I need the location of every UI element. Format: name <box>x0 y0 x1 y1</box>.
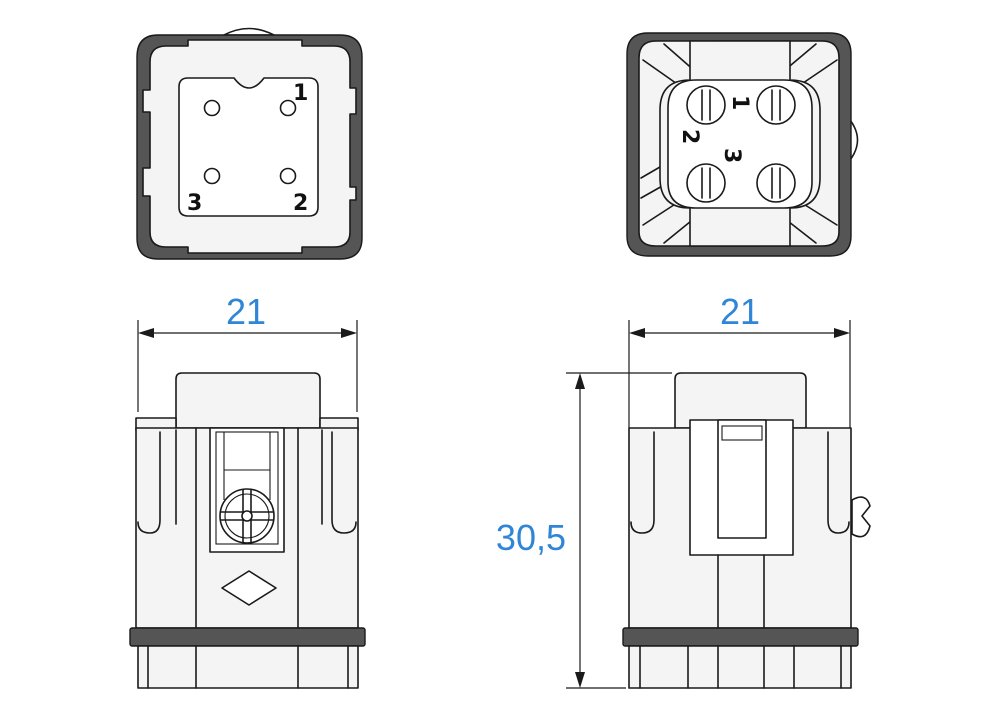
dimension-width-rear: 21 <box>628 291 851 428</box>
front-pin-label-1: 1 <box>293 81 308 106</box>
front-pin-label-2: 2 <box>293 191 308 216</box>
front-right-latch <box>331 431 357 534</box>
front-diamond-marking <box>221 570 277 606</box>
rear-pin-label-3: 3 <box>719 148 744 163</box>
rear-central-slot-top <box>721 425 763 441</box>
rear-side-view: 21 30,5 <box>496 291 871 689</box>
front-contact-hole-top-right <box>279 99 297 117</box>
front-wire-screw <box>219 488 275 544</box>
front-seal-band <box>129 627 366 647</box>
front-screw-window-inner <box>215 431 279 545</box>
rear-pin-label-2: 2 <box>677 129 702 144</box>
front-left-latch <box>137 431 161 534</box>
dimension-width-rear-label: 21 <box>720 291 760 332</box>
dimension-width-front: 21 <box>137 291 358 412</box>
top-screw-tab <box>223 27 275 36</box>
front-contact-hole-top-left <box>203 99 221 117</box>
front-pin-label-3: 3 <box>187 191 202 216</box>
front-contact-hole-bottom-right <box>279 167 297 185</box>
rear-left-latch <box>630 431 655 534</box>
rear-seal-band <box>622 627 859 647</box>
front-bottom-skirt <box>137 645 359 689</box>
rear-bottom-skirt <box>628 645 852 689</box>
rear-face-view: 1 2 3 <box>626 32 859 257</box>
rear-terminal-screw-top-left <box>686 85 726 125</box>
rear-terminal-screw-bottom-left <box>686 163 726 203</box>
rear-pin-label-1: 1 <box>727 95 752 110</box>
rear-side-screw <box>851 496 871 538</box>
dimension-height-rear: 30,5 <box>496 372 672 689</box>
front-side-view: 21 <box>129 291 366 689</box>
rear-right-latch <box>827 431 850 534</box>
dimension-height-rear-label: 30,5 <box>496 517 566 558</box>
rear-central-slot <box>717 419 767 539</box>
rear-terminal-screw-bottom-right <box>756 163 796 203</box>
dimension-width-front-label: 21 <box>226 291 266 332</box>
front-top-cap <box>175 372 321 429</box>
front-contact-hole-bottom-left <box>203 167 221 185</box>
rear-terminal-screw-top-right <box>756 85 796 125</box>
front-face-view: 1 2 3 <box>136 27 363 260</box>
